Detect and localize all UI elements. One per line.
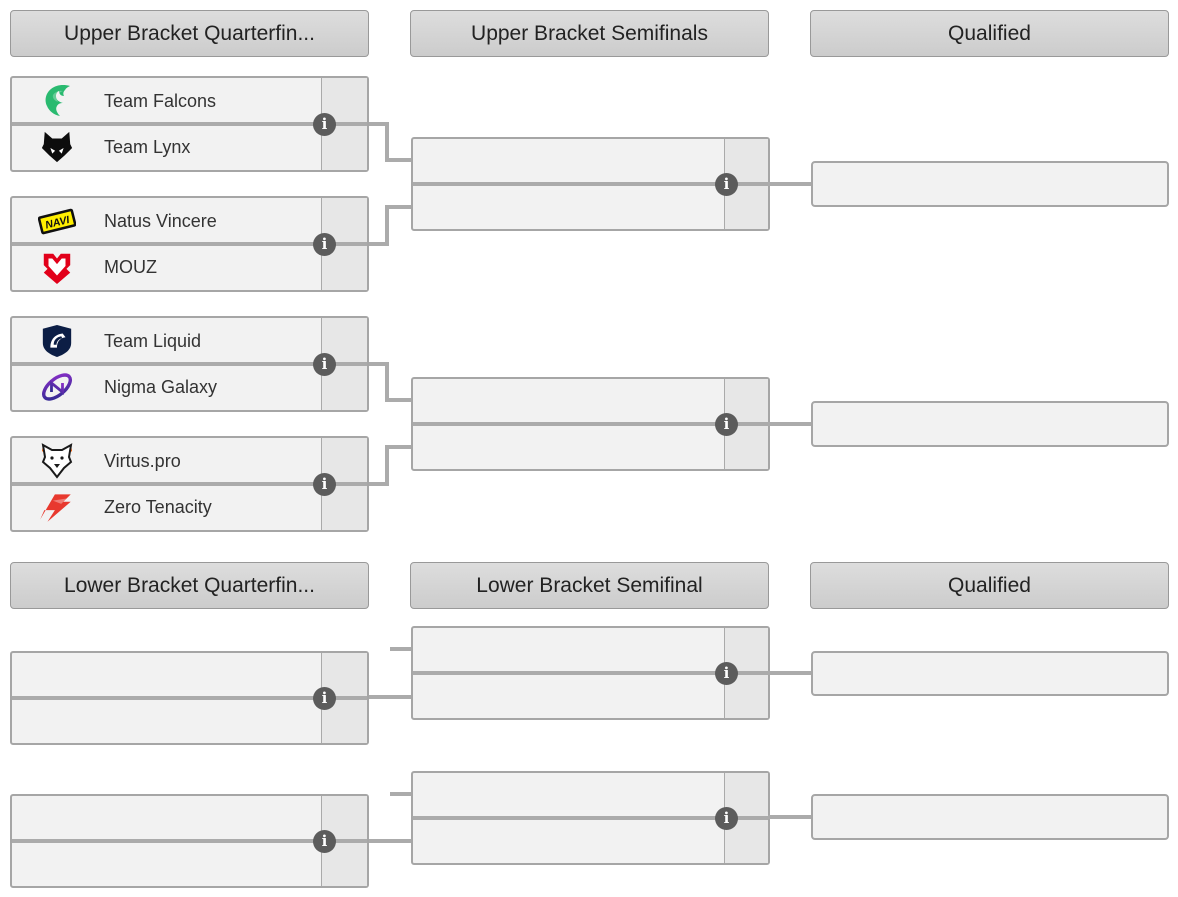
connector-line (768, 182, 811, 186)
match-info-icon[interactable]: i (715, 172, 738, 196)
nigma-galaxy-logo[interactable] (38, 368, 76, 406)
empty-team-slot (413, 139, 768, 184)
qualified-slot-upper-1 (811, 161, 1169, 207)
header-upper-bracket-semifinals: Upper Bracket Semifinals (410, 10, 769, 57)
header-qualified-lower: Qualified (810, 562, 1169, 609)
match-ub-qf1: Team Falcons Team Lynx i (10, 76, 369, 172)
match-ub-qf4: Virtus.pro Zero Tenacity i (10, 436, 369, 532)
header-upper-bracket-quarterfinals: Upper Bracket Quarterfin... (10, 10, 369, 57)
match-info-icon[interactable]: i (313, 472, 336, 496)
match-info-icon[interactable]: i (715, 412, 738, 436)
zero-tenacity-logo[interactable] (38, 488, 76, 526)
match-divider (12, 482, 367, 486)
match-divider (12, 122, 367, 126)
team-name[interactable]: MOUZ (104, 256, 157, 277)
team-falcons-logo[interactable] (38, 82, 76, 120)
header-lower-bracket-quarterfinals: Lower Bracket Quarterfin... (10, 562, 369, 609)
team-row-team-liquid[interactable]: Team Liquid (12, 318, 367, 364)
team-name[interactable]: Team Liquid (104, 330, 202, 351)
empty-team-slot (12, 796, 367, 841)
empty-team-slot (413, 773, 768, 818)
team-name[interactable]: Virtus.pro (104, 450, 181, 471)
empty-team-slot (12, 698, 367, 743)
navi-wordmark: NAVI (44, 214, 72, 232)
connector-line (385, 205, 411, 209)
empty-team-slot (413, 424, 768, 469)
team-name[interactable]: Zero Tenacity (104, 496, 212, 517)
empty-team-slot (12, 653, 367, 698)
team-row-zero-tenacity[interactable]: Zero Tenacity (12, 484, 367, 530)
match-divider (12, 696, 367, 700)
match-lb-sf2: i (411, 771, 770, 865)
connector-line (385, 158, 411, 162)
match-ub-qf3: Team Liquid Nigma Galaxy i (10, 316, 369, 412)
connector-line (369, 482, 389, 486)
empty-team-slot (12, 841, 367, 886)
connector-line (385, 398, 411, 402)
team-name[interactable]: Team Falcons (104, 90, 217, 111)
connector-line (768, 671, 811, 675)
connector-line (768, 815, 811, 819)
team-row-team-lynx[interactable]: Team Lynx (12, 124, 367, 170)
connector-line (390, 792, 411, 796)
qualified-slot-upper-2 (811, 401, 1169, 447)
team-row-team-falcons[interactable]: Team Falcons (12, 78, 367, 124)
connector-line (369, 839, 411, 843)
match-divider (413, 182, 768, 186)
match-info-icon[interactable]: i (715, 661, 738, 685)
connector-line (768, 422, 811, 426)
match-divider (12, 362, 367, 366)
match-info-icon[interactable]: i (313, 686, 336, 710)
empty-team-slot (413, 379, 768, 424)
header-qualified-upper: Qualified (810, 10, 1169, 57)
connector-line (385, 445, 389, 486)
match-info-icon[interactable]: i (313, 112, 336, 136)
team-row-mouz[interactable]: MOUZ (12, 244, 367, 290)
natus-vincere-logo[interactable]: NAVI (38, 202, 76, 240)
empty-team-slot (413, 673, 768, 718)
match-ub-qf2: NAVI Natus Vincere MOUZ i (10, 196, 369, 292)
empty-team-slot (413, 818, 768, 863)
empty-team-slot (413, 184, 768, 229)
match-lb-qf1: i (10, 651, 369, 745)
empty-team-slot (413, 628, 768, 673)
team-name[interactable]: Natus Vincere (104, 210, 217, 231)
team-name[interactable]: Nigma Galaxy (104, 376, 218, 397)
qualified-slot-lower-2 (811, 794, 1169, 840)
team-row-nigma-galaxy[interactable]: Nigma Galaxy (12, 364, 367, 410)
match-info-icon[interactable]: i (313, 829, 336, 853)
team-row-natus-vincere[interactable]: NAVI Natus Vincere (12, 198, 367, 244)
match-divider (12, 839, 367, 843)
team-lynx-logo[interactable] (38, 128, 76, 166)
match-divider (12, 242, 367, 246)
connector-line (369, 362, 389, 366)
connector-line (385, 122, 389, 162)
match-info-icon[interactable]: i (313, 352, 336, 376)
match-ub-sf1: i (411, 137, 770, 231)
mouz-logo[interactable] (38, 248, 76, 286)
match-divider (413, 422, 768, 426)
match-lb-qf2: i (10, 794, 369, 888)
match-ub-sf2: i (411, 377, 770, 471)
virtus-pro-logo[interactable] (38, 442, 76, 480)
connector-line (369, 695, 411, 699)
connector-line (385, 362, 389, 402)
match-info-icon[interactable]: i (715, 806, 738, 830)
team-name[interactable]: Team Lynx (104, 136, 191, 157)
connector-line (385, 205, 389, 246)
connector-line (390, 647, 411, 651)
team-liquid-logo[interactable] (38, 322, 76, 360)
connector-line (369, 242, 389, 246)
qualified-slot-lower-1 (811, 651, 1169, 696)
header-lower-bracket-semifinal: Lower Bracket Semifinal (410, 562, 769, 609)
connector-line (369, 122, 389, 126)
team-row-virtus-pro[interactable]: Virtus.pro (12, 438, 367, 484)
match-divider (413, 816, 768, 820)
connector-line (385, 445, 411, 449)
match-lb-sf1: i (411, 626, 770, 720)
match-info-icon[interactable]: i (313, 232, 336, 256)
match-divider (413, 671, 768, 675)
